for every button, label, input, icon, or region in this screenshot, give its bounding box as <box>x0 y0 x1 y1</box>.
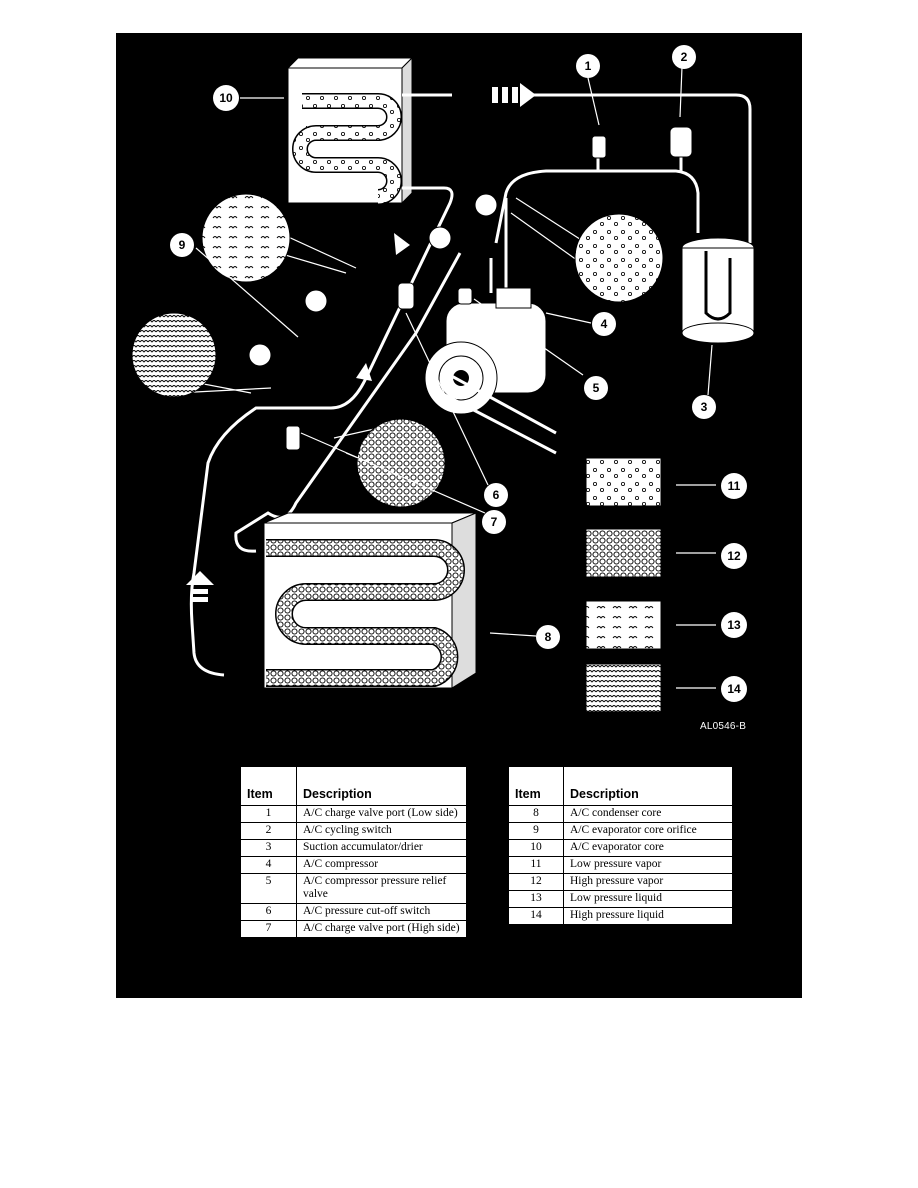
callout-6: 6 <box>484 483 508 507</box>
item-description: A/C compressor pressure relief valve <box>296 873 467 904</box>
svg-text:5: 5 <box>593 381 600 395</box>
item-description: Low pressure liquid <box>563 890 733 908</box>
callout-12: 12 <box>721 543 747 569</box>
callout-4: 4 <box>592 312 616 336</box>
svg-text:10: 10 <box>219 91 233 105</box>
svg-text:7: 7 <box>491 515 498 529</box>
header-description: Description <box>563 766 733 806</box>
svg-text:6: 6 <box>493 488 500 502</box>
item-description: Low pressure vapor <box>563 856 733 874</box>
item-description: A/C evaporator core orifice <box>563 822 733 840</box>
svg-text:9: 9 <box>179 238 186 252</box>
callout-3: 3 <box>692 395 716 419</box>
callout-1: 1 <box>576 54 600 78</box>
item-number: 14 <box>508 907 564 925</box>
evaporator-core <box>286 56 414 205</box>
item-number: 5 <box>240 873 297 904</box>
item-description: A/C evaporator core <box>563 839 733 857</box>
header-item: Item <box>508 766 564 806</box>
item-number: 13 <box>508 890 564 908</box>
item-description: A/C compressor <box>296 856 467 874</box>
item-number: 8 <box>508 805 564 823</box>
callout-5: 5 <box>584 376 608 400</box>
item-description: A/C charge valve port (Low side) <box>296 805 467 823</box>
legend-header-row: Item Description <box>508 766 733 806</box>
callout-8: 8 <box>536 625 560 649</box>
svg-text:2: 2 <box>681 50 688 64</box>
flow-arrows <box>186 83 536 602</box>
item-number: 11 <box>508 856 564 874</box>
item-description: A/C charge valve port (High side) <box>296 920 467 938</box>
svg-text:11: 11 <box>728 479 741 493</box>
item-number: 4 <box>240 856 297 874</box>
state-swatches <box>585 457 662 713</box>
svg-text:4: 4 <box>601 317 608 331</box>
callout-2: 2 <box>672 45 696 69</box>
item-number: 10 <box>508 839 564 857</box>
callout-9: 9 <box>170 233 194 257</box>
accumulator-drier <box>681 237 755 344</box>
callout-11: 11 <box>721 473 747 499</box>
diagram-panel: 1 2 3 4 5 6 7 8 9 10 11 12 13 14 AL0546-… <box>116 33 802 998</box>
item-number: 12 <box>508 873 564 891</box>
header-item: Item <box>240 766 297 806</box>
item-description: High pressure liquid <box>563 907 733 925</box>
callout-7: 7 <box>482 510 506 534</box>
svg-text:14: 14 <box>727 682 741 696</box>
svg-text:12: 12 <box>727 549 741 563</box>
condenser-core <box>263 512 477 689</box>
item-number: 2 <box>240 822 297 840</box>
item-description: Suction accumulator/drier <box>296 839 467 857</box>
callout-13: 13 <box>721 612 747 638</box>
item-number: 7 <box>240 920 297 938</box>
callout-10: 10 <box>213 85 239 111</box>
header-description: Description <box>296 766 467 806</box>
compressor <box>424 287 557 455</box>
valve-ports <box>285 126 693 451</box>
leader-lines <box>195 66 716 689</box>
item-description: High pressure vapor <box>563 873 733 891</box>
pressure-gauges <box>248 193 498 367</box>
item-number: 1 <box>240 805 297 823</box>
svg-text:3: 3 <box>701 400 708 414</box>
item-description: A/C condenser core <box>563 805 733 823</box>
ac-system-diagram: 1 2 3 4 5 6 7 8 9 10 11 12 13 14 <box>131 45 755 713</box>
item-number: 3 <box>240 839 297 857</box>
refrigerant-lines <box>189 93 752 677</box>
item-number: 6 <box>240 903 297 921</box>
callout-14: 14 <box>721 676 747 702</box>
svg-text:1: 1 <box>585 59 592 73</box>
legend-header-row: Item Description <box>240 766 467 806</box>
svg-text:13: 13 <box>727 618 741 632</box>
figure-code: AL0546-B <box>700 721 747 732</box>
svg-text:8: 8 <box>545 630 552 644</box>
item-description: A/C pressure cut-off switch <box>296 903 467 921</box>
detail-magnifiers <box>131 193 664 508</box>
item-description: A/C cycling switch <box>296 822 467 840</box>
item-number: 9 <box>508 822 564 840</box>
